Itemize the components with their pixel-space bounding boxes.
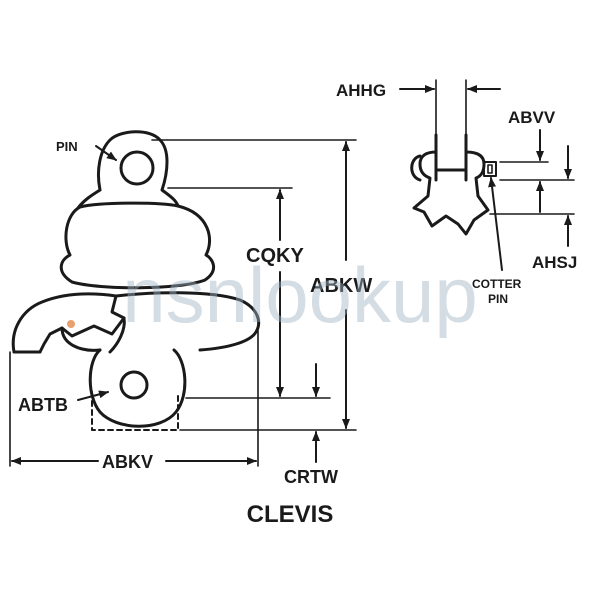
dashed-outline (91, 391, 179, 431)
label-abkw: ABKW (310, 275, 372, 297)
top-eye (96, 130, 180, 208)
label-ahsj: AHSJ (532, 253, 577, 272)
label-cotter-pin: PIN (488, 292, 508, 306)
skirt-section (11, 292, 126, 354)
dimension-lines (9, 139, 357, 467)
bell-body (59, 201, 215, 290)
diagram-title: CLEVIS (247, 501, 334, 528)
cotter-pin (483, 161, 497, 177)
label-ahhg: AHHG (336, 81, 386, 100)
label-abvv: ABVV (508, 108, 556, 127)
skirt-outline (114, 291, 261, 352)
lower-pin-hole (119, 370, 149, 400)
accent-spot (67, 320, 75, 328)
side-view-drawing (410, 133, 497, 236)
label-pin: PIN (56, 139, 78, 154)
label-abkv: ABKV (102, 452, 153, 472)
insulator-drawing (11, 130, 261, 431)
label-abtb: ABTB (18, 395, 68, 415)
watermark: nsnlookup (122, 251, 478, 339)
side-view-dimensions (399, 79, 575, 271)
lower-boss (88, 348, 187, 428)
label-cotter: COTTER (472, 277, 522, 291)
side-clevis (412, 133, 490, 236)
label-cqky: CQKY (246, 245, 304, 267)
label-crtw: CRTW (284, 467, 338, 487)
pin-hole (119, 150, 155, 186)
